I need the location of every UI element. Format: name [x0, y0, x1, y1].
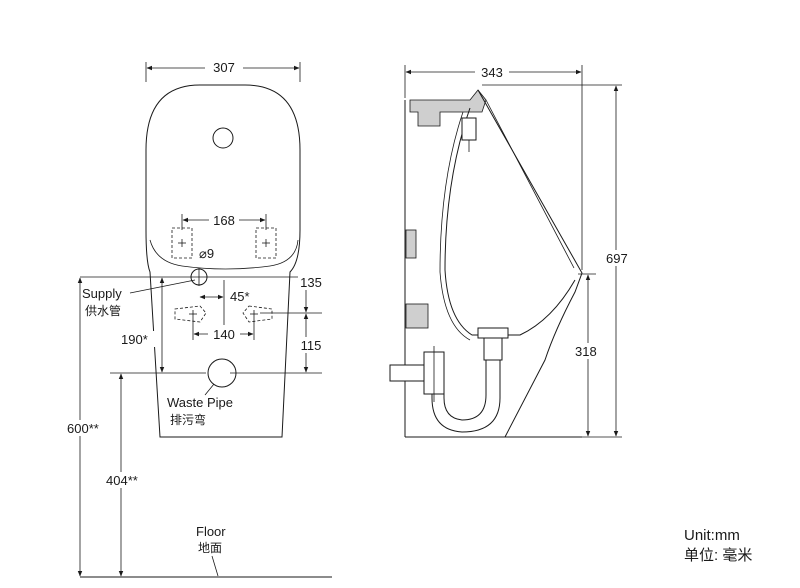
trap-pipe — [443, 360, 487, 421]
drain-flange — [477, 327, 509, 339]
dim-135-label: 135 — [300, 275, 322, 290]
dim-404-label: 404** — [106, 473, 138, 488]
supply-leader-line — [129, 279, 196, 294]
side-view: 343 697 318 — [389, 63, 632, 438]
waste-label-en: Waste Pipe — [167, 395, 233, 410]
bracket-spacing-label: 168 — [213, 213, 235, 228]
floor-label-cn: 地面 — [198, 541, 222, 555]
urinal-front-outline — [145, 84, 301, 438]
side-bracket-upper — [405, 229, 417, 259]
dim-190-label: 190* — [121, 332, 148, 347]
width-label: 307 — [213, 60, 235, 75]
unit-label-en: Unit:mm — [684, 527, 740, 544]
total-height-label: 697 — [606, 251, 628, 266]
waste-leader-line — [204, 383, 215, 396]
dim-115-label: 115 — [301, 338, 322, 353]
urinal-side-inner — [444, 107, 576, 336]
supply-label-en: Supply — [82, 286, 122, 301]
inlet-spud — [461, 117, 477, 141]
lower-spacing-label: 140 — [213, 327, 235, 342]
urinal-side-outer — [477, 89, 583, 438]
depth-label: 343 — [481, 65, 503, 80]
floor-leader-line — [211, 555, 219, 577]
top-inlet-hole — [212, 127, 234, 149]
waste-pipe-circle — [207, 358, 237, 388]
unit-label-cn: 单位: 毫米 — [684, 546, 752, 564]
floor-label-en: Floor — [196, 524, 226, 539]
side-bracket-lower — [405, 303, 429, 329]
dim-600-label: 600** — [67, 421, 99, 436]
waste-label-cn: 排污弯 — [170, 412, 206, 427]
front-view: 307 168 ⌀9 Supply 供水管 45* 140 — [66, 58, 332, 578]
hole-diameter-label: ⌀9 — [199, 246, 214, 261]
supply-label-cn: 供水管 — [85, 303, 121, 318]
side-top-bracket — [409, 89, 487, 127]
urinal-front-inner — [149, 239, 299, 270]
rim-height-label: 318 — [575, 344, 597, 359]
bracket-lower-left — [174, 305, 207, 323]
offset-label: 45* — [230, 289, 250, 304]
